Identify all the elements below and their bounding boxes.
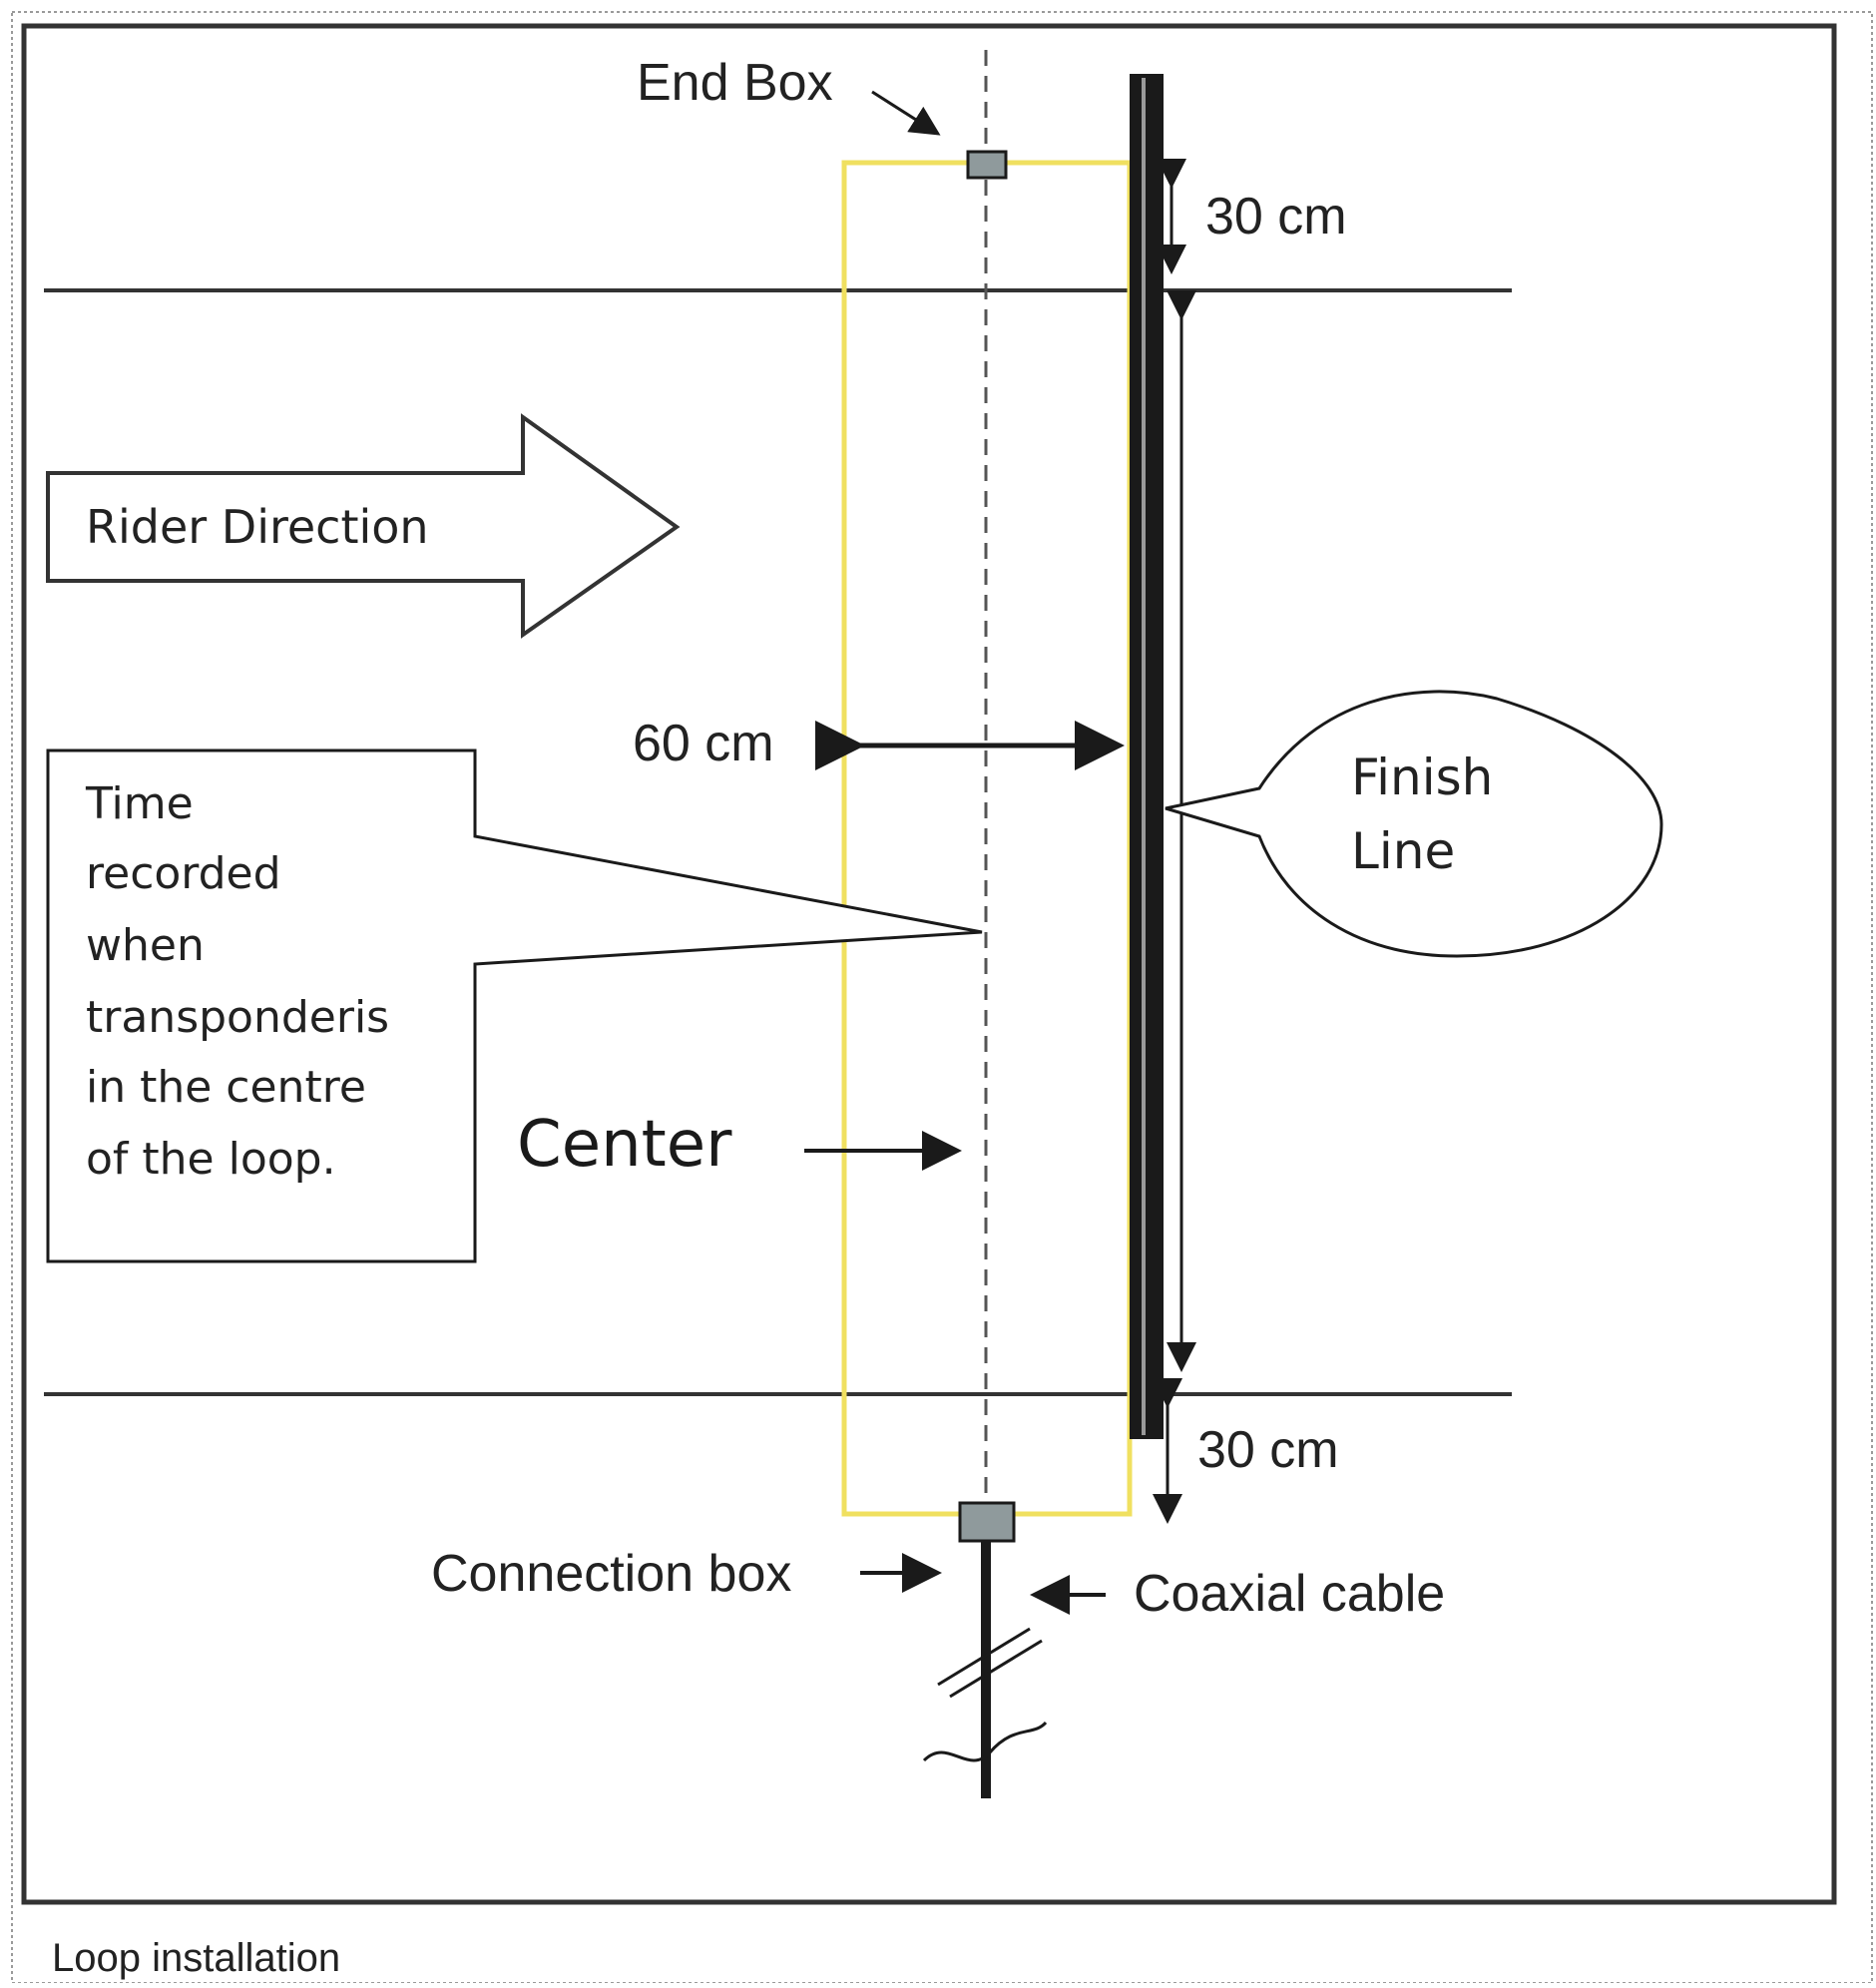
note-line: when (86, 920, 205, 971)
cable-squiggle (922, 1721, 1048, 1762)
note-line: of the loop. (86, 1134, 336, 1185)
finish-line-bar (1130, 74, 1164, 1439)
note-line: in the centre (86, 1062, 366, 1113)
note-callout-box (46, 748, 983, 1263)
cable-break-mark (949, 1639, 1043, 1699)
note-line: transponderis (86, 992, 389, 1043)
top-distance-label: 30 cm (1205, 188, 1347, 246)
note-line: Time (85, 778, 194, 829)
note-text: Time recorded when transponderis in the … (85, 778, 403, 1185)
end-box-pointer-arrow (871, 90, 941, 136)
end-box (966, 150, 1008, 180)
finish-line-callout (1165, 690, 1663, 958)
connection-box-label: Connection box (431, 1545, 791, 1603)
center-label: Center (517, 1108, 732, 1182)
figure-caption: Loop installation (52, 1936, 341, 1980)
rider-direction-label: Rider Direction (86, 500, 429, 554)
diagram-frame (21, 23, 1837, 1905)
note-line: recorded (86, 848, 281, 899)
finish-line-label: Finish Line (1351, 748, 1509, 880)
rider-direction-arrow (46, 413, 681, 639)
finish-line-label-line: Finish (1351, 748, 1493, 806)
cable-break-mark (937, 1627, 1031, 1687)
bottom-distance-label: 30 cm (1197, 1421, 1339, 1479)
finish-line-label-line: Line (1351, 822, 1455, 880)
end-box-label: End Box (637, 54, 833, 112)
connection-box (958, 1501, 1016, 1543)
width-label: 60 cm (633, 715, 774, 772)
coaxial-cable-label: Coaxial cable (1134, 1565, 1445, 1623)
